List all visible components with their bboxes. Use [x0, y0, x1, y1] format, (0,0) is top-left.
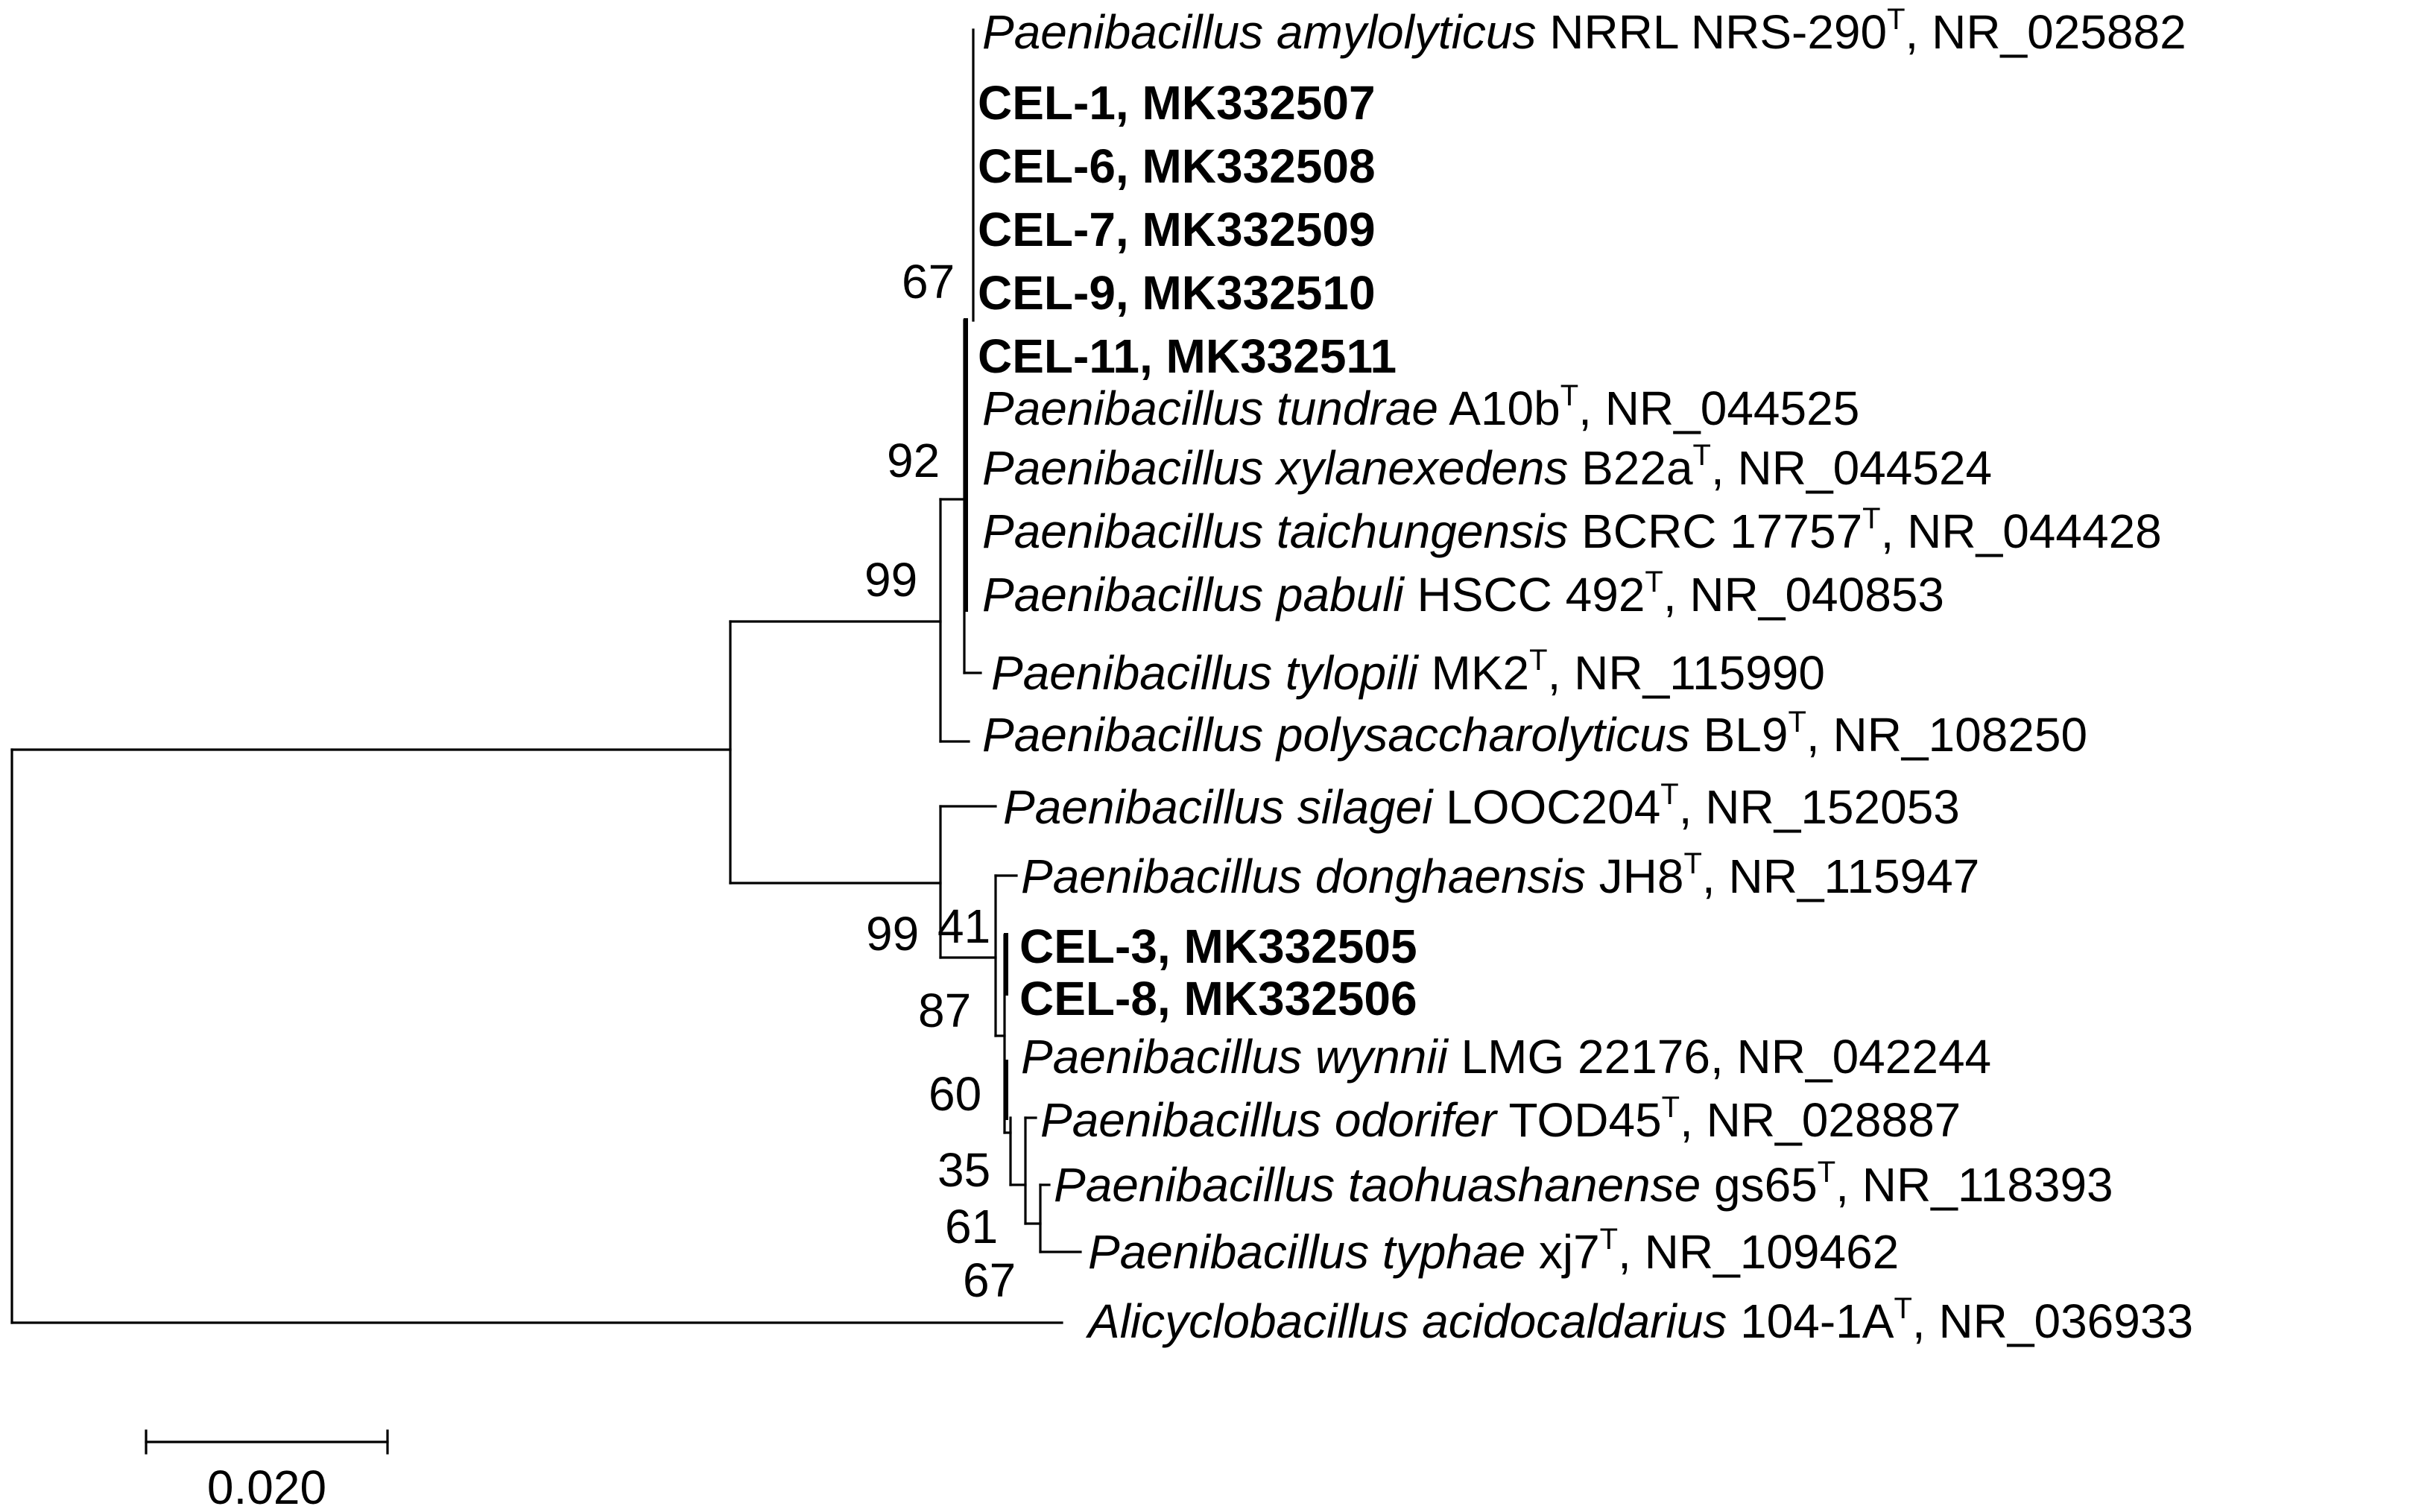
type-strain-marker: T	[1887, 3, 1905, 36]
taxon-name: Paenibacillus tylopili	[991, 646, 1420, 700]
taxon-name: Paenibacillus donghaensis	[1021, 850, 1586, 903]
taxon-strain: BL9	[1690, 708, 1789, 762]
taxon-strain: A10b	[1438, 382, 1560, 435]
taxon-accession: , NR_025882	[1906, 5, 2186, 59]
bootstrap-lower-clade: 99	[866, 907, 919, 961]
type-strain-marker: T	[1662, 1091, 1680, 1124]
taxon-strain: TOD45	[1496, 1093, 1662, 1147]
taxon-label-polysaccharolyticus: Paenibacillus polysaccharolyticus BL9T, …	[982, 706, 2087, 762]
type-strain-marker: T	[1645, 566, 1663, 598]
taxon-strain: B22a	[1568, 441, 1693, 495]
taxon-strain: BCRC 17757	[1568, 504, 1862, 558]
taxon-name: Paenibacillus typhae	[1088, 1225, 1525, 1279]
taxon-accession: , NR_109462	[1618, 1225, 1899, 1279]
taxon-accession: , NR_044525	[1578, 382, 1859, 435]
taxon-labels: Paenibacillus amylolyticus NRRL NRS-290T…	[978, 3, 2193, 1348]
bootstrap-taohuashanense-clade: 61	[945, 1200, 998, 1253]
taxon-label-wynnii: Paenibacillus wynnii LMG 22176, NR_04224…	[1021, 1030, 1991, 1084]
taxon-label-taohuashanense: Paenibacillus taohuashanense gs65T, NR_1…	[1054, 1156, 2113, 1212]
bootstrap-cel3-cel8-clade: 87	[918, 984, 971, 1037]
taxon-name: Paenibacillus polysaccharolyticus	[982, 708, 1690, 762]
type-strain-marker: T	[1600, 1223, 1618, 1256]
taxon-name: Paenibacillus xylanexedens	[982, 441, 1568, 495]
taxon-strain: 104-1A	[1727, 1294, 1894, 1348]
taxon-name: Paenibacillus silagei	[1003, 780, 1434, 834]
taxon-name: Paenibacillus amylolyticus	[982, 5, 1536, 59]
type-strain-marker: T	[1529, 644, 1547, 677]
taxon-label-cel3: CEL-3, MK332505	[1019, 920, 1417, 973]
scale-bar: 0.020	[145, 1429, 389, 1512]
taxon-label-donghaensis: Paenibacillus donghaensis JH8T, NR_11594…	[1021, 847, 1979, 903]
taxon-label-silagei: Paenibacillus silagei LOOC204T, NR_15205…	[1003, 778, 1960, 834]
taxon-label-tylopili: Paenibacillus tylopili MK2T, NR_115990	[991, 644, 1825, 700]
taxon-accession: , NR_044428	[1881, 504, 2162, 558]
scale-bar-label: 0.020	[207, 1461, 326, 1512]
taxon-name: Paenibacillus wynnii	[1021, 1030, 1449, 1084]
type-strain-marker: T	[1560, 379, 1578, 412]
taxon-label-cel7: CEL-7, MK332509	[978, 203, 1376, 256]
taxon-label-pabuli: Paenibacillus pabuli HSCC 492T, NR_04085…	[982, 566, 1944, 621]
type-strain-marker: T	[1894, 1292, 1911, 1325]
type-strain-marker: T	[1683, 847, 1701, 880]
taxon-name: Paenibacillus tundrae	[982, 382, 1438, 435]
bootstrap-amylolyticus-clade: 67	[902, 255, 955, 309]
taxon-label-typhae: Paenibacillus typhae xj7T, NR_109462	[1088, 1223, 1899, 1279]
taxon-accession: , NR_036933	[1912, 1294, 2193, 1348]
taxon-strain: JH8	[1586, 850, 1684, 903]
taxon-name: Paenibacillus odorifer	[1040, 1093, 1499, 1147]
taxon-label-amylolyticus: Paenibacillus amylolyticus NRRL NRS-290T…	[982, 3, 2186, 59]
bootstrap-typhae-clade: 67	[963, 1253, 1016, 1307]
taxon-strain: LOOC204	[1432, 780, 1660, 834]
taxon-accession: , NR_108250	[1806, 708, 2087, 762]
taxon-accession: , NR_044524	[1711, 441, 1992, 495]
taxon-strain: NRRL NRS-290	[1536, 5, 1887, 59]
taxon-name: Paenibacillus pabuli	[982, 568, 1405, 621]
taxon-strain: xj7	[1525, 1225, 1600, 1279]
taxon-accession: , NR_115947	[1702, 850, 1979, 903]
taxon-strain: gs65	[1701, 1158, 1818, 1212]
taxon-accession: , NR_115990	[1548, 646, 1825, 700]
taxon-strain: HSCC 492	[1404, 568, 1645, 621]
type-strain-marker: T	[1788, 706, 1806, 738]
taxon-label-cel11: CEL-11, MK332511	[978, 329, 1397, 383]
taxon-accession: , NR_118393	[1835, 1158, 2113, 1212]
taxon-label-taichungensis: Paenibacillus taichungensis BCRC 17757T,…	[982, 502, 2162, 558]
taxon-label-cel9: CEL-9, MK332510	[978, 266, 1376, 320]
taxon-name: Alicyclobacillus acidocaldarius	[1085, 1294, 1727, 1348]
type-strain-marker: T	[1862, 502, 1880, 535]
taxon-label-cel8: CEL-8, MK332506	[1019, 972, 1417, 1025]
taxon-label-cel1: CEL-1, MK332507	[978, 76, 1376, 130]
taxon-label-cel6: CEL-6, MK332508	[978, 139, 1376, 193]
type-strain-marker: T	[1818, 1156, 1835, 1189]
taxon-label-odorifer: Paenibacillus odorifer TOD45T, NR_028887	[1040, 1091, 1961, 1147]
taxon-label-xylanexedens: Paenibacillus xylanexedens B22aT, NR_044…	[982, 439, 1992, 495]
bootstrap-odorifer-clade: 35	[937, 1143, 990, 1197]
taxon-label-tundrae: Paenibacillus tundrae A10bT, NR_044525	[982, 379, 1859, 435]
taxon-accession: , NR_028887	[1680, 1093, 1961, 1147]
taxon-accession: , NR_040853	[1663, 568, 1944, 621]
taxon-label-acidocaldarius: Alicyclobacillus acidocaldarius 104-1AT,…	[1085, 1292, 2193, 1348]
bootstrap-tundrae-clade: 92	[887, 434, 940, 487]
tree-branches	[10, 28, 1082, 1324]
taxon-accession: , NR_042244	[1710, 1030, 1991, 1084]
type-strain-marker: T	[1660, 778, 1678, 811]
taxon-strain: LMG 22176	[1448, 1030, 1710, 1084]
taxon-name: Paenibacillus taohuashanense	[1054, 1158, 1701, 1212]
bootstrap-upper-clade: 99	[864, 553, 917, 607]
taxon-accession: , NR_152053	[1679, 780, 1960, 834]
bootstrap-donghaensis-clade: 41	[937, 899, 990, 953]
taxon-strain: MK2	[1418, 646, 1529, 700]
type-strain-marker: T	[1693, 439, 1711, 472]
taxon-name: Paenibacillus taichungensis	[982, 504, 1568, 558]
bootstrap-wynnii-clade: 60	[929, 1067, 981, 1121]
